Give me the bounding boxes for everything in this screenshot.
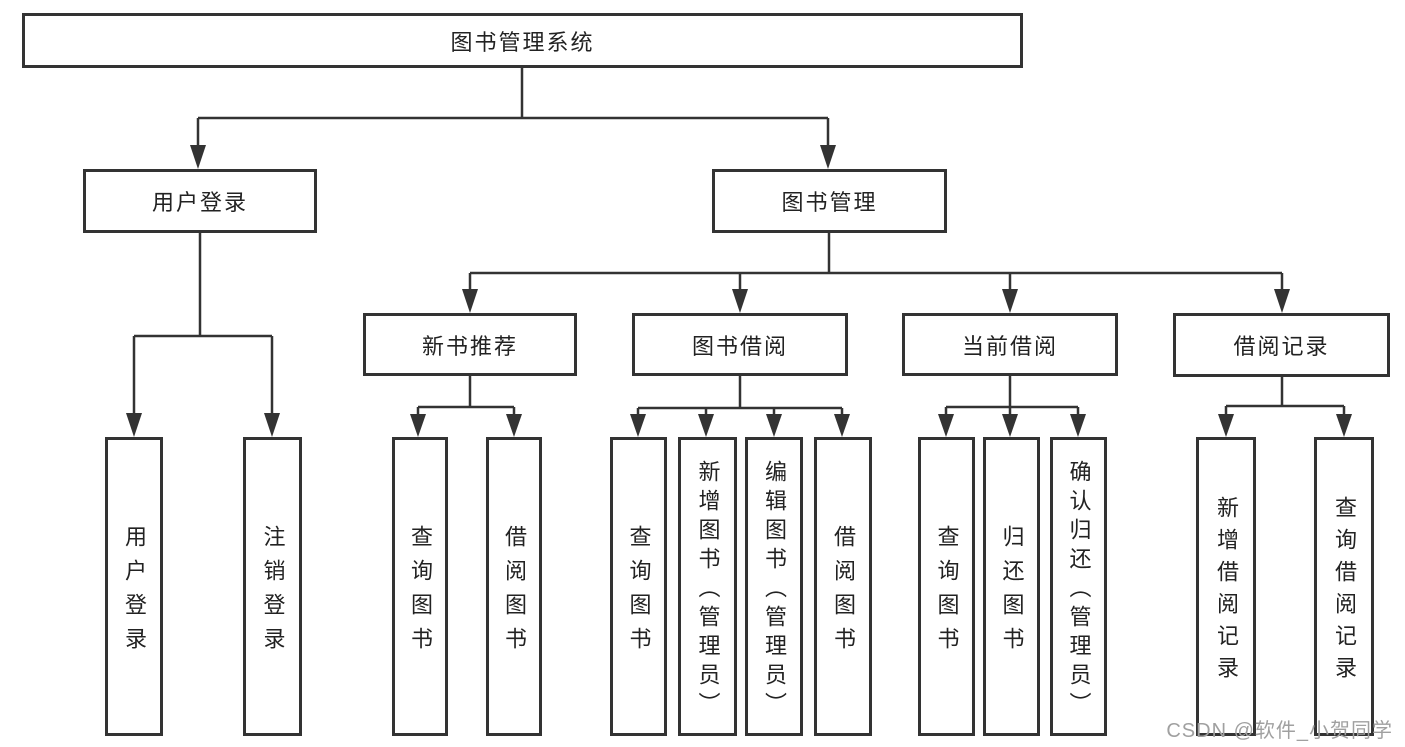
leaf-logout-label: 注销登录 <box>260 524 286 661</box>
leaf-query-books-current-label: 查询图书 <box>934 524 960 661</box>
node-current-borrow: 当前借阅 <box>902 313 1118 376</box>
leaf-add-borrow-record: 新增借阅记录 <box>1196 437 1256 736</box>
leaf-confirm-return-admin: 确认归还（管理员） <box>1050 437 1107 736</box>
leaf-query-books-recommend-label: 查询图书 <box>408 524 433 661</box>
leaf-borrow-books-recommend-label: 借阅图书 <box>502 524 527 661</box>
leaf-borrow-books-label: 借阅图书 <box>831 524 856 661</box>
leaf-add-book-admin: 新增图书（管理员） <box>678 437 737 736</box>
leaf-add-borrow-record-label: 新增借阅记录 <box>1214 495 1239 688</box>
leaf-query-books-current: 查询图书 <box>918 437 975 736</box>
node-library-management-system: 图书管理系统 <box>22 13 1023 68</box>
leaf-edit-book-admin: 编辑图书（管理员） <box>745 437 803 736</box>
watermark: CSDN @软件_小贺同学 <box>1166 720 1393 742</box>
leaf-query-borrow-record-label: 查询借阅记录 <box>1332 495 1357 688</box>
node-borrow-records: 借阅记录 <box>1173 313 1390 377</box>
node-book-borrow: 图书借阅 <box>632 313 848 376</box>
leaf-borrow-books-recommend: 借阅图书 <box>486 437 542 736</box>
leaf-query-books-recommend: 查询图书 <box>392 437 448 736</box>
leaf-add-book-admin-label: 新增图书（管理员） <box>695 459 721 721</box>
leaf-query-books-borrow-label: 查询图书 <box>626 524 652 661</box>
leaf-borrow-books: 借阅图书 <box>814 437 872 736</box>
node-user-login: 用户登录 <box>83 169 317 233</box>
leaf-edit-book-admin-label: 编辑图书（管理员） <box>762 459 787 721</box>
leaf-return-books: 归还图书 <box>983 437 1040 736</box>
leaf-query-books-borrow: 查询图书 <box>610 437 667 736</box>
node-book-management: 图书管理 <box>712 169 947 233</box>
leaf-query-borrow-record: 查询借阅记录 <box>1314 437 1374 736</box>
leaf-user-login: 用户登录 <box>105 437 163 736</box>
leaf-user-login-label: 用户登录 <box>122 524 147 661</box>
leaf-logout: 注销登录 <box>243 437 302 736</box>
leaf-return-books-label: 归还图书 <box>999 524 1025 661</box>
leaf-confirm-return-admin-label: 确认归还（管理员） <box>1066 459 1092 721</box>
node-new-book-recommend: 新书推荐 <box>363 313 577 376</box>
